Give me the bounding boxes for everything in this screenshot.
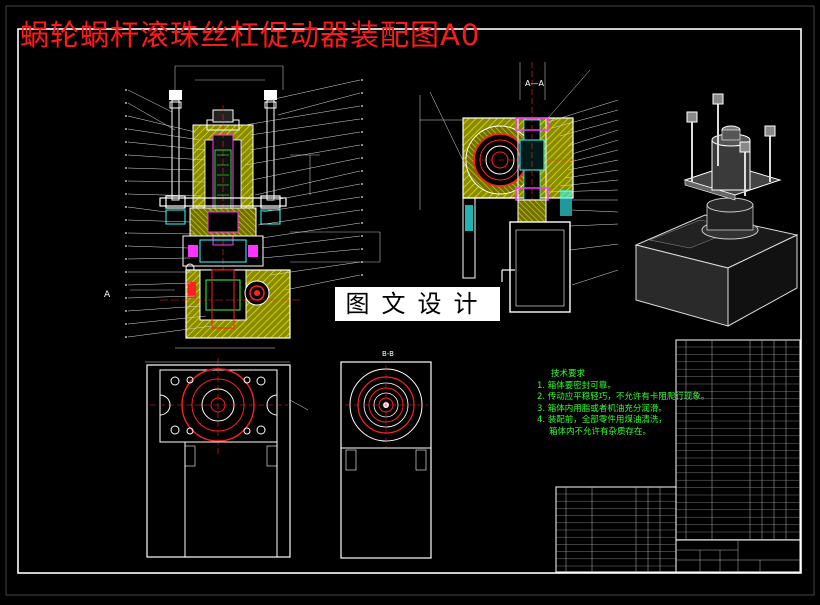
section-label-aa: A—A bbox=[525, 79, 544, 88]
tech-item: 1. 箱体要密封可靠。 bbox=[537, 380, 616, 391]
technical-requirements: 技术要求 1. 箱体要密封可靠。 2. 传动应平稳轻巧，不允许有卡阻爬行现象。 … bbox=[537, 369, 709, 438]
isometric-view bbox=[634, 93, 799, 327]
parts-list-rows bbox=[556, 346, 800, 567]
drawing-title: 蜗轮蜗杆滚珠丝杠促动器装配图A0 bbox=[20, 18, 481, 52]
parts-list-left bbox=[555, 486, 677, 573]
tech-item: 2. 传动应平稳轻巧，不允许有卡阻爬行现象。 bbox=[537, 392, 710, 402]
outer-frame bbox=[5, 5, 815, 596]
section-label-bb: B-B bbox=[382, 350, 394, 358]
tech-item: 4. 装配前，全部零件用煤油清洗， bbox=[537, 415, 667, 425]
tech-heading: 技术要求 bbox=[551, 369, 586, 379]
section-view-bb: B-B bbox=[340, 350, 432, 559]
title-block bbox=[675, 539, 801, 573]
section-view-aa: A—A bbox=[419, 62, 619, 313]
tech-item: 3. 箱体内用脂或者机油充分润滑。 bbox=[537, 403, 667, 414]
inner-frame bbox=[17, 28, 802, 574]
section-marker-a: A bbox=[104, 290, 111, 300]
flange-view bbox=[145, 347, 309, 558]
main-section-view: A bbox=[104, 65, 381, 339]
tech-item: 箱体内不允许有杂质存在。 bbox=[549, 426, 652, 437]
watermark-label: 图文设计 bbox=[335, 287, 500, 321]
